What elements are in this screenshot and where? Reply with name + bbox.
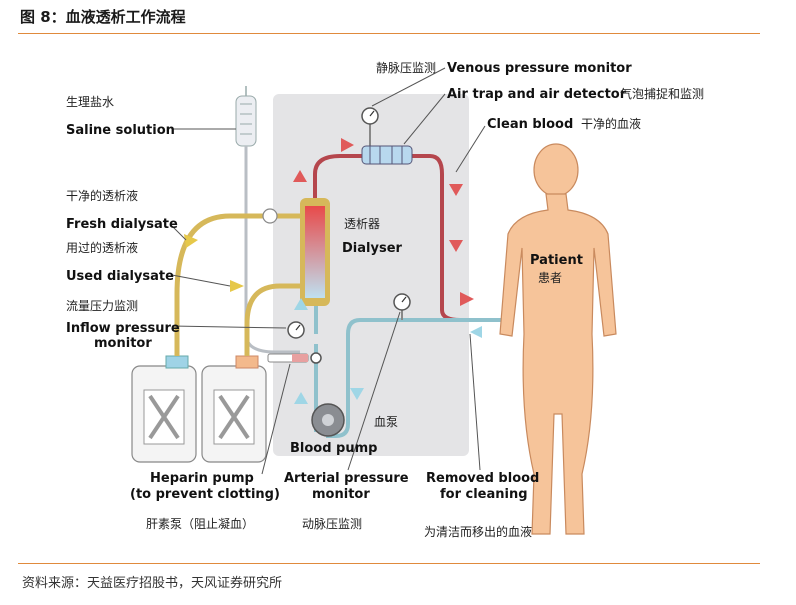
label-removed-en-1: Removed blood [426, 471, 539, 486]
label-saline-en: Saline solution [66, 123, 175, 138]
label-fresh-zh: 干净的透析液 [66, 188, 138, 203]
label-bloodpump-en: Blood pump [290, 441, 377, 456]
label-inflow-zh: 流量压力监测 [66, 299, 138, 313]
hemodialysis-diagram: 生理盐水 Saline solution 干净的透析液 Fresh dialys… [66, 60, 704, 539]
label-dialyser-zh: 透析器 [344, 217, 380, 231]
figure-title: 图 8：血液透析工作流程 [20, 8, 186, 26]
label-patient-zh: 患者 [538, 271, 562, 285]
label-dialyser-en: Dialyser [342, 241, 403, 256]
label-airtrap-en: Air trap and air detector [447, 87, 627, 102]
inflow-pressure-gauge [287, 321, 305, 339]
label-clean-en: Clean blood [487, 117, 573, 132]
label-bloodpump-zh: 血泵 [374, 415, 398, 429]
label-patient-en: Patient [530, 253, 583, 268]
machine-panel [273, 94, 469, 456]
dialysate-canister-used [201, 355, 267, 463]
label-used-zh: 用过的透析液 [66, 240, 138, 255]
label-removed-zh: 为清洁而移出的血液 [424, 524, 532, 539]
label-removed-en-2: for cleaning [440, 487, 528, 502]
arterial-pressure-gauge [393, 293, 411, 320]
venous-pressure-gauge [361, 107, 379, 146]
leader-lines [171, 67, 486, 475]
label-clean-zh: 干净的血液 [581, 116, 641, 131]
flow-arrows [184, 138, 482, 404]
heparin-syringe [267, 352, 322, 364]
source-note: 资料来源：天益医疗招股书，天风证券研究所 [22, 576, 283, 591]
fresh-dialysate-tube [174, 213, 300, 356]
label-arterial-en-1: Arterial pressure [284, 471, 409, 486]
label-heparin-zh: 肝素泵（阻止凝血） [146, 516, 254, 531]
dialysate-canister-fresh [131, 355, 197, 463]
label-inflow-en-2: monitor [94, 336, 152, 351]
top-divider [18, 33, 760, 34]
label-fresh-en: Fresh dialysate [66, 217, 178, 232]
bottom-divider [18, 563, 760, 564]
label-saline-zh: 生理盐水 [66, 95, 114, 109]
label-airtrap-zh: 气泡捕捉和监测 [620, 86, 704, 101]
used-dialysate-tube [244, 283, 300, 356]
clean-blood-line [313, 154, 512, 322]
label-venous-zh: 静脉压监测 [376, 60, 436, 75]
label-arterial-en-2: monitor [312, 487, 370, 502]
label-heparin-en-2: (to prevent clotting) [130, 487, 280, 502]
dialyser [300, 198, 330, 306]
label-used-en: Used dialysate [66, 269, 174, 284]
label-arterial-zh: 动脉压监测 [302, 516, 362, 531]
patient-figure [499, 143, 617, 535]
label-inflow-en-1: Inflow pressure [66, 321, 180, 336]
blood-pump [311, 403, 345, 437]
label-heparin-en-1: Heparin pump [150, 471, 254, 486]
label-venous-en: Venous pressure monitor [447, 61, 632, 76]
air-trap-detector [361, 145, 413, 165]
